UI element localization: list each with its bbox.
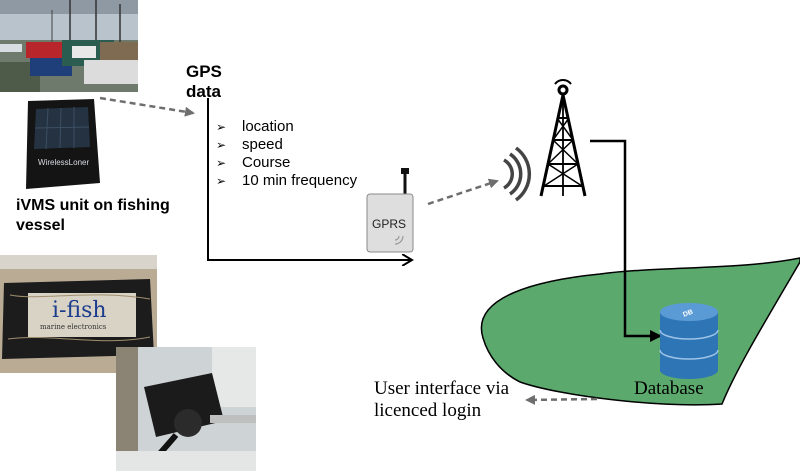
- gps-to-gprs-line: [207, 98, 412, 260]
- gps-data-list: ➢location ➢speed ➢Course ➢10 min frequen…: [216, 118, 357, 190]
- bullet-arrow-icon: ➢: [216, 156, 227, 170]
- signal-waves-icon: [503, 146, 532, 202]
- radio-tower-icon: [539, 79, 587, 197]
- gprs-device: GPRS: [366, 168, 414, 253]
- bullet-arrow-icon: ➢: [216, 174, 227, 188]
- list-item: ➢location: [216, 118, 294, 135]
- harbor-boats-photo: [0, 0, 138, 92]
- gprs-label: GPRS: [372, 217, 406, 231]
- database-icon: DB: [659, 303, 719, 379]
- db-icon-text: DB: [682, 309, 694, 319]
- ivms-unit-photo: WirelessLoner: [20, 95, 102, 195]
- ifish-logo-text: i-fish: [52, 298, 107, 323]
- database-to-ui-arrow: [525, 394, 598, 405]
- user-interface-label: User interface via licenced login: [374, 378, 510, 421]
- bullet-arrow-icon: ➢: [216, 138, 227, 152]
- unit-brand-text: WirelessLoner: [38, 158, 89, 167]
- unit-to-gps-arrow: [99, 96, 195, 117]
- mounted-unit-photo: [116, 347, 256, 471]
- list-item: ➢10 min frequency: [216, 172, 358, 189]
- list-item: ➢speed: [216, 136, 283, 153]
- ifish-subtitle-text: marine electronics: [40, 323, 107, 331]
- network-area-shape: [480, 257, 800, 406]
- list-item: ➢Course: [216, 154, 291, 171]
- bullet-arrow-icon: ➢: [216, 120, 227, 134]
- database-label: Database: [634, 378, 704, 399]
- tower-to-database-line: [590, 139, 662, 342]
- ivms-unit-label: iVMS unit on fishing vessel: [16, 197, 170, 234]
- gps-data-label: GPS data: [186, 62, 222, 101]
- gprs-to-tower-arrow: [427, 178, 499, 206]
